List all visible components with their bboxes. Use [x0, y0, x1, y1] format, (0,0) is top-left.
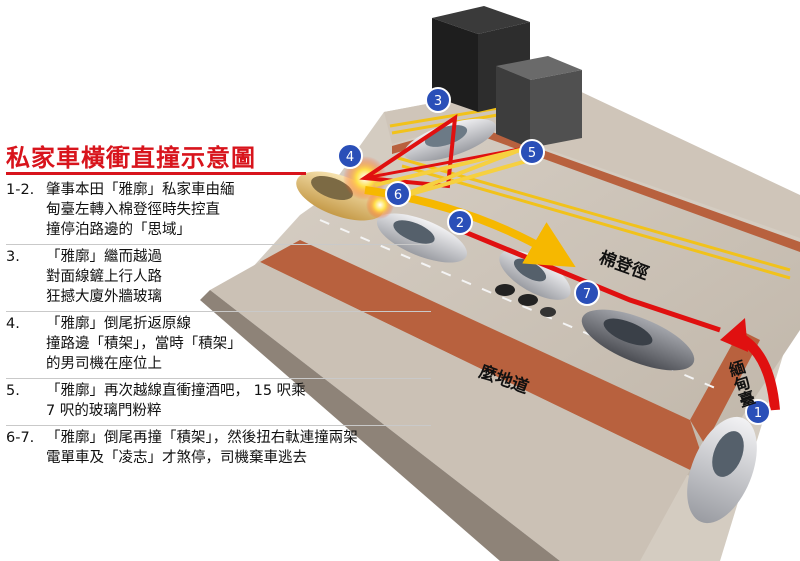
svg-text:5: 5 [528, 146, 536, 161]
side-curb [690, 330, 760, 445]
step-text: 7 呎的玻璃門粉粹 [46, 403, 162, 419]
step-text: 對面線鏟上行人路 [46, 269, 162, 285]
path-red-triangle [359, 113, 458, 189]
car-civic-silver [376, 213, 468, 263]
marker-7: 7 [574, 280, 600, 306]
marker-6: 6 [385, 181, 411, 207]
step-text: 肇事本田「雅廓」私家車由緬 [46, 182, 235, 198]
svg-text:3: 3 [434, 94, 442, 109]
step-item: 1-2. 肇事本田「雅廓」私家車由緬 甸臺左轉入棉登徑時失控直 撞停泊路邊的「思域… [6, 178, 431, 245]
car-lexus-dark [581, 309, 695, 371]
step-number: 6-7. [6, 430, 35, 446]
step-text: 「雅廓」倒尾折返原線 [46, 316, 191, 332]
svg-text:4: 4 [346, 150, 354, 165]
svg-text:6: 6 [394, 188, 402, 203]
building-short-front [496, 66, 530, 148]
step-text: 撞路邊「積架」，當時「積架」 [46, 336, 242, 352]
lane-yellow-1 [397, 156, 791, 272]
step-number: 4. [6, 316, 20, 332]
title-underline [6, 172, 306, 175]
lane-yellow-2 [401, 164, 791, 280]
marker-1: 1 [745, 399, 771, 425]
car-accord-gold [296, 171, 384, 221]
step-text: 的男司機在座位上 [46, 356, 162, 372]
svg-text:7: 7 [583, 287, 591, 302]
step-text: 「雅廓」再次越線直衝撞酒吧， 15 呎乘 [46, 383, 306, 399]
step-text: 撞停泊路邊的「思域」 [46, 222, 191, 238]
step-text: 甸臺左轉入棉登徑時失控直 [46, 202, 220, 218]
car-bottom-incoming [687, 416, 757, 524]
step-item: 4. 「雅廓」倒尾折返原線 撞路邊「積架」，當時「積架」 的男司機在座位上 [6, 312, 431, 379]
step-list: 1-2. 肇事本田「雅廓」私家車由緬 甸臺左轉入棉登徑時失控直 撞停泊路邊的「思域… [6, 178, 431, 472]
step-text: 「雅廓」繼而越過 [46, 249, 162, 265]
step-text: 狂撼大廈外牆玻璃 [46, 289, 162, 305]
marker-3: 3 [425, 87, 451, 113]
motorcycles [495, 284, 556, 317]
step-item: 6-7. 「雅廓」倒尾再撞「積架」，然後扭右軚連撞兩架 電單車及「凌志」才煞停，司… [6, 426, 431, 472]
step-number: 3. [6, 249, 20, 265]
car-top-parked [404, 118, 496, 162]
upper-sidewalk [384, 80, 800, 238]
path-entry-arrowhead [720, 318, 748, 352]
path-yellow-zigzag [374, 148, 531, 202]
step-number: 5. [6, 383, 20, 399]
lane-white-dash [319, 219, 721, 391]
step-text: 「雅廓」倒尾再撞「積架」，然後扭右軚連撞兩架 [46, 430, 358, 446]
step-item: 3. 「雅廓」繼而越過 對面線鏟上行人路 狂撼大廈外牆玻璃 [6, 245, 431, 312]
svg-text:2: 2 [456, 216, 464, 231]
car-jaguar-silver [499, 250, 571, 300]
building-tall-top [432, 6, 530, 34]
step-text: 電單車及「凌志」才煞停，司機棄車逃去 [46, 450, 307, 466]
svg-text:1: 1 [754, 406, 762, 421]
diagram-title: 私家車橫衝直撞示意圖 [6, 144, 256, 172]
step-number: 1-2. [6, 182, 35, 198]
step-item: 5. 「雅廓」再次越線直衝撞酒吧， 15 呎乘 7 呎的玻璃門粉粹 [6, 379, 431, 426]
marker-2: 2 [447, 209, 473, 235]
building-short-top [496, 56, 582, 80]
building-short-side [530, 70, 582, 148]
marker-4: 4 [337, 143, 363, 169]
lower-sidewalk [210, 262, 690, 561]
lower-curb [260, 240, 700, 470]
path-red-main [459, 227, 721, 333]
marker-5: 5 [519, 139, 545, 165]
path-red-spike-1 [364, 146, 526, 180]
